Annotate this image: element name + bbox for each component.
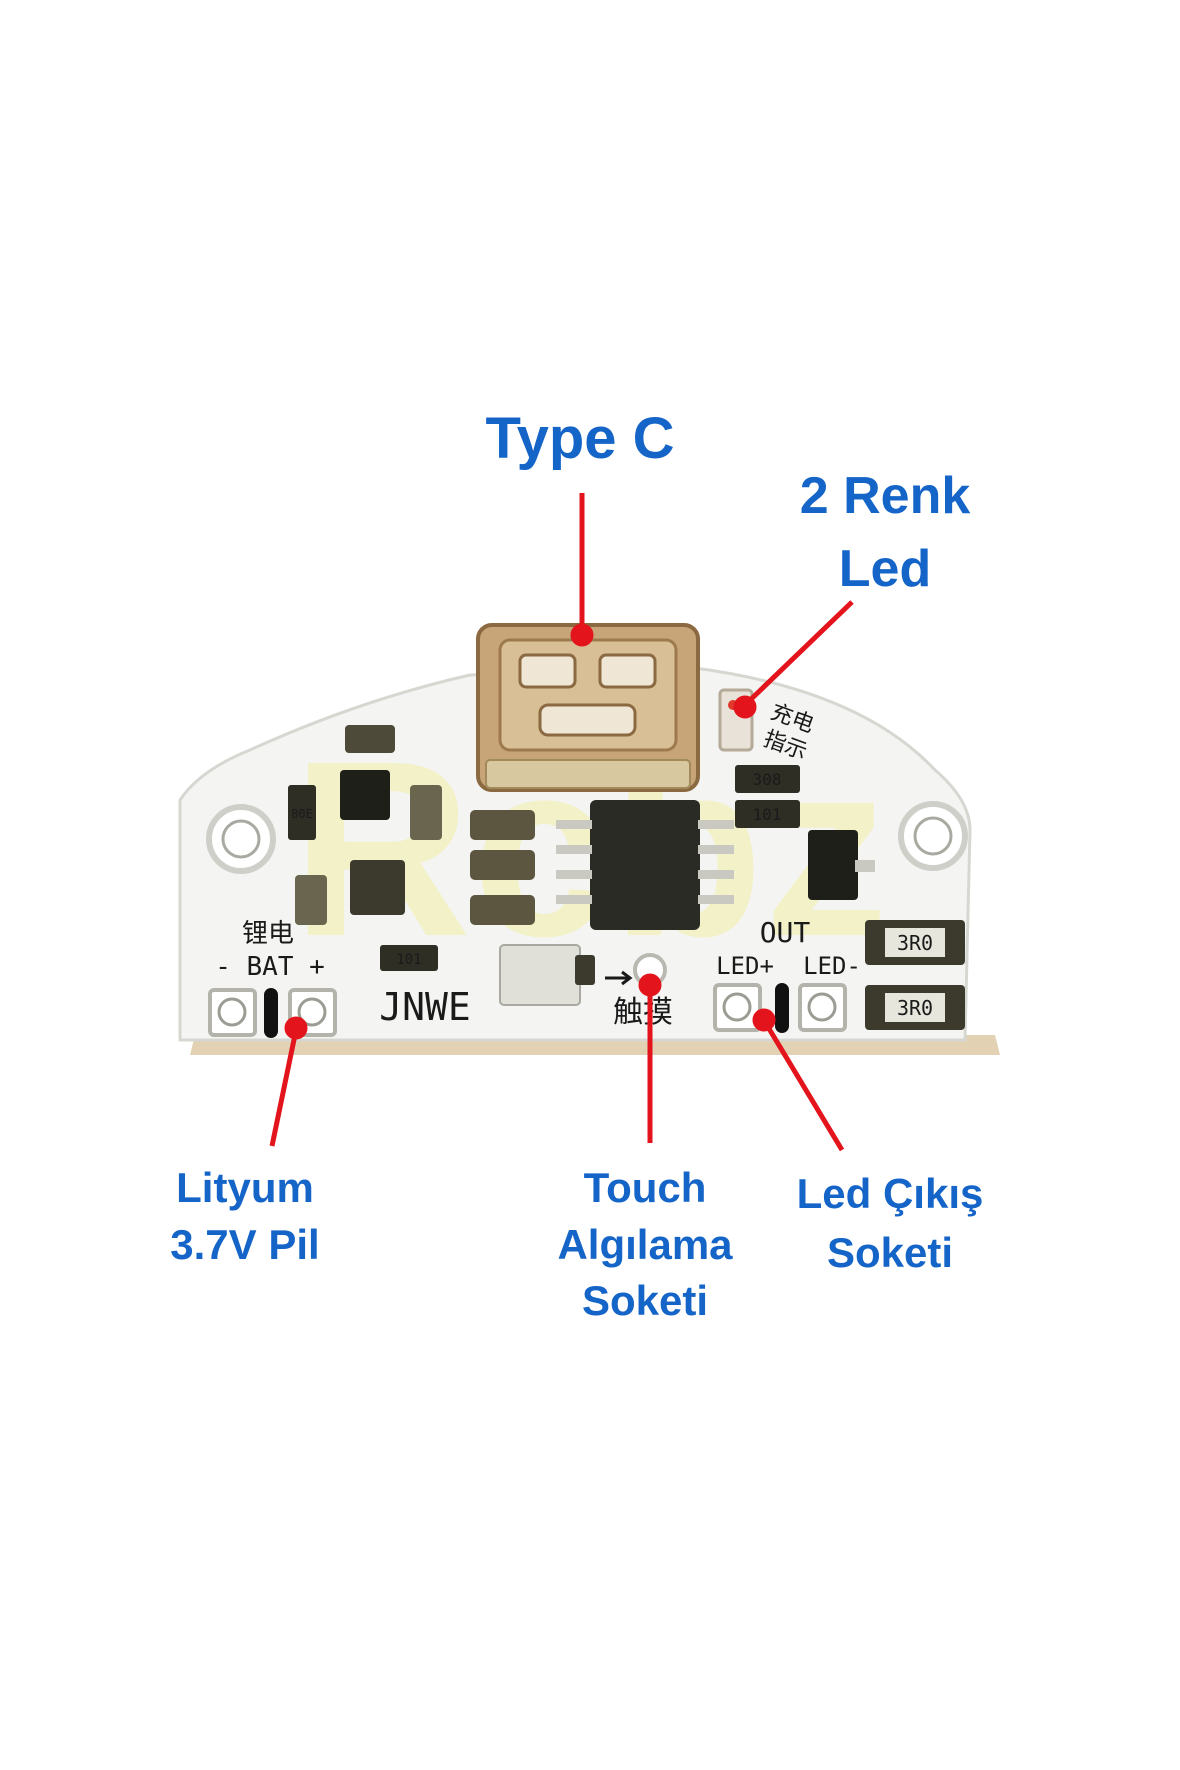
mounting-hole-right: [898, 801, 968, 871]
touch-cn-label: 触摸: [613, 995, 673, 1030]
main-ic-chip: [556, 800, 734, 930]
resistor-80e: 80E: [288, 785, 316, 840]
battery-cn-label: 锂电: [242, 919, 294, 949]
battery-pads: [208, 988, 337, 1038]
mounting-hole-left: [206, 804, 276, 874]
resistor-3r0-a-label: 3R0: [897, 931, 933, 955]
led-minus-label: LED-: [803, 952, 861, 980]
pointer-led-output: [762, 1020, 845, 1152]
pointer-two-color-led: [743, 600, 854, 707]
callout-battery: Lityum 3.7V Pil: [95, 1160, 395, 1273]
callout-type-c: Type C: [420, 404, 740, 474]
callout-two-color-led-line-1: 2 Renk: [799, 467, 971, 525]
brand-label: JNWE: [379, 985, 471, 1029]
resistor-101-a: 101: [735, 800, 800, 828]
resistor-308: 308: [735, 765, 800, 793]
callout-battery-line-2: 3.7V Pil: [170, 1220, 320, 1268]
callout-led-output: Led Çıkış Soketi: [770, 1165, 1010, 1283]
callout-led-output-line-1: Led Çıkış: [796, 1170, 984, 1217]
resistor-101-b-label: 101: [396, 952, 421, 968]
resistor-101-a-label: 101: [753, 805, 782, 824]
callout-touch-line-1: Touch: [583, 1164, 707, 1211]
battery-label: - BAT +: [215, 952, 325, 982]
touch-pad-array: [499, 944, 595, 1006]
callout-led-output-line-2: Soketi: [826, 1228, 954, 1276]
callout-two-color-led: 2 Renk Led: [735, 460, 1035, 606]
resistor-3r0-a: 3R0: [865, 920, 965, 965]
usb-type-c-connector: [476, 623, 700, 792]
callout-two-color-led-line-2: Led: [838, 539, 932, 598]
resistor-80e-label: 80E: [291, 807, 313, 821]
resistor-3r0-b: 3R0: [865, 985, 965, 1030]
transistor-group: [295, 770, 442, 925]
callout-touch: Touch Algılama Soketi: [495, 1160, 795, 1330]
callout-battery-line-1: Lityum: [176, 1164, 314, 1211]
resistor-3r0-b-label: 3R0: [897, 996, 933, 1020]
led-output-pads: [713, 983, 847, 1033]
callout-touch-line-2: Algılama: [557, 1220, 733, 1268]
pointer-battery: [269, 1029, 299, 1147]
callout-type-c-text: Type C: [485, 406, 675, 471]
right-transistor: [808, 830, 875, 900]
resistor-308-label: 308: [753, 770, 782, 789]
led-plus-label: LED+: [716, 952, 774, 980]
callout-touch-line-3: Soketi: [581, 1277, 709, 1325]
capacitor-group: [345, 725, 535, 925]
out-label: OUT: [760, 916, 811, 949]
resistor-101-b: 101: [380, 945, 438, 971]
pointer-lines: [269, 493, 854, 1152]
